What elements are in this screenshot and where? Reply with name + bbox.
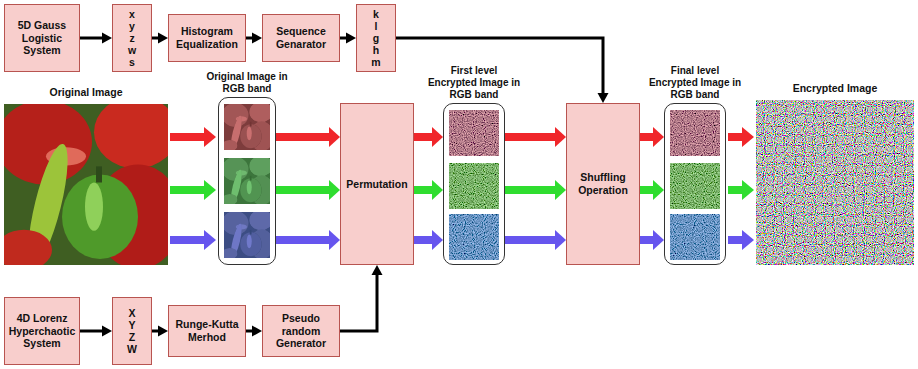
process-box: Histogram Equalization (168, 14, 246, 62)
band-arrow (276, 127, 340, 147)
flow-arrow (152, 33, 168, 44)
box-label: Pseudo random Generator (267, 312, 335, 350)
box-label: x y z w s (127, 8, 138, 68)
blue-band-photo (222, 210, 274, 260)
flow-arrow (80, 33, 112, 44)
image-group-box: Final level Encrypted Image in RGB band (664, 103, 726, 265)
red-band-photo (222, 102, 274, 152)
flow-arrow (246, 326, 262, 337)
band-arrow (276, 180, 340, 200)
process-box: Pseudo random Generator (262, 305, 340, 357)
process-box: Runge-Kutta Merhod (168, 305, 246, 357)
blue-noise-image (449, 214, 499, 260)
image-caption: Encrypted Image (756, 82, 914, 94)
band-arrow (505, 127, 566, 147)
green-noise-image (670, 163, 720, 209)
band-arrow (505, 180, 566, 200)
box-label: Runge-Kutta Merhod (173, 318, 241, 343)
band-arrow (414, 127, 443, 147)
flow-arrow (340, 265, 383, 331)
green-band-photo (222, 156, 274, 206)
band-arrow (640, 180, 664, 200)
system-box: 4D Lorenz Hyperchaotic System (4, 297, 80, 365)
flow-arrow (340, 33, 356, 44)
process-box: Sequence Genarator (262, 14, 340, 62)
band-arrow (505, 230, 566, 250)
box-label: X Y Z W (127, 307, 138, 355)
group-heading: First level Encrypted Image in RGB band (425, 65, 523, 101)
box-label: Shuffling Operation (571, 171, 635, 196)
variable-box: X Y Z W (112, 297, 152, 365)
box-label: k l g h m (371, 8, 382, 68)
band-arrow (414, 180, 443, 200)
box-label: Histogram Equalization (173, 25, 241, 50)
system-box: 5D Gauss Logistic System (4, 4, 80, 72)
image-caption: Original Image (4, 86, 168, 98)
red-noise-image (670, 110, 720, 156)
box-label: Sequence Genarator (267, 25, 335, 50)
blue-noise-image (670, 214, 720, 260)
green-noise-image (449, 163, 499, 209)
red-noise-image (449, 110, 499, 156)
band-arrow (640, 230, 664, 250)
variable-box: x y z w s (112, 4, 152, 72)
process-box: Shuffling Operation (566, 103, 640, 265)
band-arrow (414, 230, 443, 250)
group-heading: Original Image in RGB band (198, 71, 296, 95)
image-group-box: First level Encrypted Image in RGB band (443, 103, 505, 265)
encrypted-photo (756, 100, 914, 265)
group-heading: Final level Encrypted Image in RGB band (646, 65, 744, 101)
original-photo (0, 96, 182, 270)
band-arrow (276, 230, 340, 250)
band-arrows (170, 127, 754, 250)
image-group-box: Original Image in RGB band (218, 97, 276, 265)
box-label: 4D Lorenz Hyperchaotic System (9, 312, 76, 350)
flow-arrow (246, 33, 262, 44)
flow-arrow (80, 326, 112, 337)
box-label: 5D Gauss Logistic System (9, 19, 75, 57)
variable-box: k l g h m (356, 4, 396, 72)
box-label: Permutation (346, 178, 407, 191)
flow-arrow (152, 326, 168, 337)
flow-arrow (396, 38, 609, 103)
process-box: Permutation (340, 103, 414, 265)
band-arrow (640, 127, 664, 147)
